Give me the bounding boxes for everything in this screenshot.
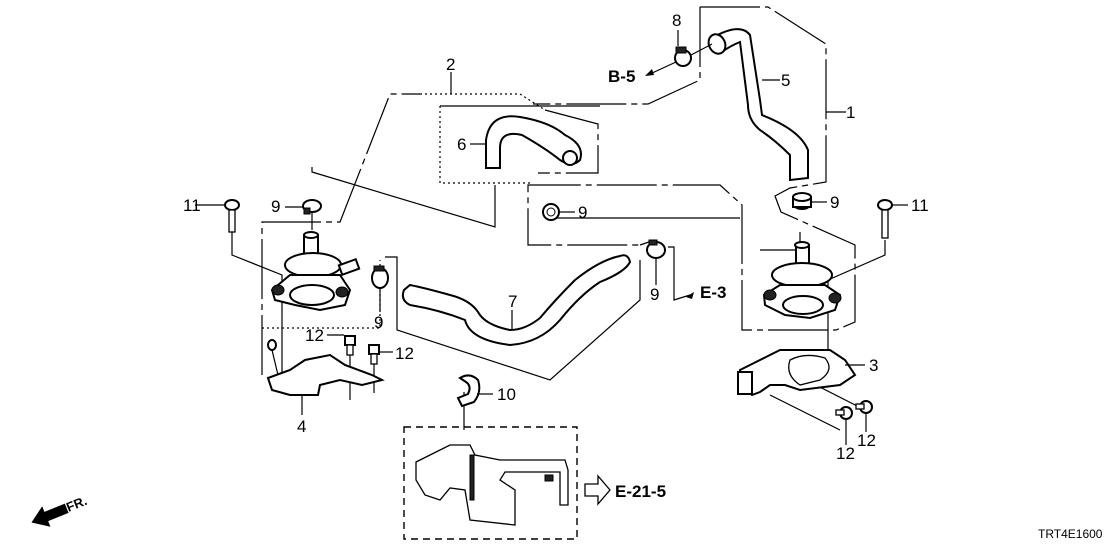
callout-9-center: 9	[578, 203, 587, 222]
bolt-bracket-right-1	[835, 406, 853, 420]
hose-clamp	[674, 30, 713, 67]
callout-11-right: 11	[911, 196, 929, 215]
long-hose	[401, 254, 632, 347]
ref-e21-5-arrow[interactable]	[584, 474, 611, 506]
callout-11-left: 11	[183, 196, 201, 215]
clip-center	[542, 203, 560, 221]
clip-left-top	[302, 199, 322, 215]
callout-4: 4	[297, 417, 306, 436]
front-arrow-icon	[31, 503, 69, 527]
clip-e3	[646, 239, 666, 259]
right-water-pump	[762, 241, 842, 320]
callout-1: 1	[846, 103, 855, 122]
clip-right	[792, 192, 812, 210]
bolt-left	[224, 199, 240, 233]
u-hose	[485, 115, 582, 169]
ref-e3-arrow[interactable]	[686, 292, 694, 299]
hose-holder	[456, 374, 481, 408]
upper-hose	[707, 28, 809, 182]
callout-9-left-top: 9	[271, 197, 280, 216]
bolt-right	[877, 199, 893, 239]
ref-e3-label[interactable]: E-3	[700, 283, 726, 302]
callout-8: 8	[672, 11, 681, 30]
ref-b5[interactable]	[645, 61, 677, 76]
callout-2: 2	[446, 55, 455, 74]
bolt-bracket-left-1	[344, 335, 356, 356]
callout-7: 7	[508, 292, 517, 311]
front-label: FR.	[64, 493, 89, 515]
bolt-bracket-left-2	[368, 344, 380, 365]
callout-12-left-1: 12	[305, 326, 324, 345]
pump-bracket-right	[737, 349, 857, 397]
callout-9-right: 9	[830, 193, 839, 212]
callout-9-left-pump: 9	[374, 313, 383, 332]
callout-5: 5	[781, 71, 790, 90]
e21-5-bracket-box	[403, 426, 578, 540]
ref-e21-5-label[interactable]: E-21-5	[615, 482, 666, 501]
callout-12-right-2: 12	[857, 431, 876, 450]
callout-12-left-2: 12	[395, 344, 414, 363]
callout-9-e3: 9	[650, 285, 659, 304]
callout-12-right-1: 12	[836, 444, 855, 463]
clip-left-pump	[371, 265, 389, 289]
callout-leaders	[195, 79, 908, 445]
diagram-code: TRT4E1600	[1038, 527, 1103, 541]
front-direction-indicator: FR.	[31, 493, 89, 527]
callout-10: 10	[497, 385, 516, 404]
pump-bracket-left	[266, 339, 385, 396]
ref-b5-label[interactable]: B-5	[608, 67, 635, 86]
bolt-bracket-right-2	[855, 400, 873, 414]
callout-3: 3	[869, 356, 878, 375]
callout-6: 6	[457, 135, 466, 154]
kit-1-outline	[527, 6, 856, 331]
kit-2-outline	[261, 72, 600, 375]
left-water-pump	[270, 231, 361, 312]
